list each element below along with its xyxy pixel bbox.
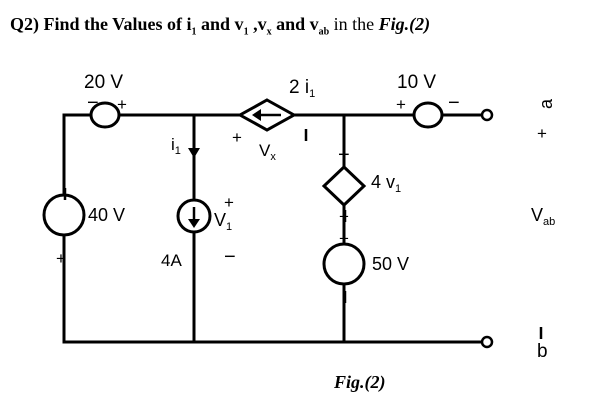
polarity-v1-plus: + — [224, 193, 234, 212]
label-4v1: 4 v1 — [371, 172, 401, 195]
polarity-50v-plus: + — [339, 229, 349, 248]
polarity-vab-plus: + — [537, 124, 547, 143]
polarity-dep-minus: − — [338, 144, 350, 166]
figure-caption: Fig.(2) — [333, 372, 386, 393]
label-v1: V1 — [214, 210, 232, 233]
terminal-a-label: a — [536, 98, 556, 109]
label-50v: 50 V — [372, 254, 409, 274]
current-source-arrowhead-icon — [188, 219, 200, 228]
polarity-vertical-bars — [63, 129, 543, 339]
label-vx: Vx — [259, 141, 276, 163]
voltage-source-40v — [42, 193, 86, 237]
label-4a: 4A — [161, 251, 182, 270]
terminal-b-label: b — [537, 341, 548, 362]
voltage-source-10v — [412, 101, 444, 129]
label-20v: 20 V — [84, 72, 123, 93]
label-10v: 10 V — [397, 72, 436, 93]
polarity-10v-minus: − — [448, 92, 460, 114]
dependent-current-arrowhead-icon — [252, 109, 261, 121]
polarity-v1-minus: − — [224, 246, 236, 268]
question-text: Q2) Find the Values of i1 and v1 ,vx and… — [10, 14, 431, 38]
terminal-a-label-group: a — [536, 98, 556, 109]
terminal-b — [480, 335, 494, 349]
dependent-voltage-source — [321, 164, 367, 208]
circuit-wires — [62, 113, 489, 344]
label-i1: i1 — [171, 135, 181, 157]
i1-arrow-icon — [188, 148, 200, 158]
label-2i1: 2 i1 — [289, 77, 315, 100]
polarity-marks: − + + − + − + − + + + + — [56, 92, 547, 268]
terminal-a — [480, 108, 494, 122]
polarity-20v-minus: − — [87, 92, 99, 114]
polarity-vx-plus: + — [232, 128, 242, 147]
voltage-source-50v — [322, 242, 366, 286]
label-vab: Vab — [531, 205, 555, 228]
polarity-10v-plus: + — [396, 95, 406, 114]
label-40v: 40 V — [88, 205, 125, 225]
voltage-source-20v — [89, 101, 121, 129]
polarity-20v-plus: + — [117, 95, 127, 114]
polarity-40v-plus: + — [56, 249, 66, 268]
